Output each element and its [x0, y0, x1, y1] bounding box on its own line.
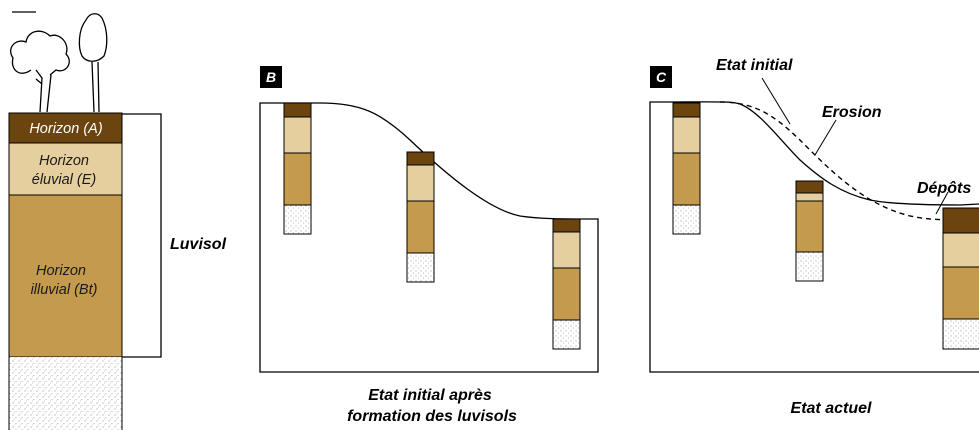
soil-profile-c2: [795, 180, 824, 282]
panel-b-caption-line1: Etat initial après: [368, 387, 492, 404]
luvisol-bracket: [122, 113, 162, 358]
label-erosion: Erosion: [822, 104, 882, 121]
panel-c-letter: C: [656, 69, 667, 85]
horizon-e-label-line2: éluvial (E): [32, 172, 96, 188]
panel-b: B Etat initial après formation des luvis…: [259, 66, 599, 425]
soil-profile-b2: [406, 151, 435, 283]
horizon-a-label: Horizon (A): [29, 121, 102, 137]
horizon-bt-label-line2: illuvial (Bt): [31, 282, 98, 298]
soil-profile-c3: [942, 207, 979, 350]
soil-profile-b1: [283, 102, 312, 235]
panel-a: Horizon (A) Horizon éluvial (E) Horizon …: [8, 11, 227, 430]
horizon-e-label-line1: Horizon: [39, 153, 89, 169]
panel-c-caption: Etat actuel: [791, 400, 872, 417]
pointer-erosion: [814, 119, 837, 156]
panel-b-caption-line2: formation des luvisols: [347, 408, 517, 425]
parent-material-layer: [9, 357, 122, 430]
horizon-e-layer: [8, 142, 123, 196]
pointer-initial: [761, 77, 791, 125]
horizon-a-layer: [8, 112, 123, 144]
pointer-deposits: [935, 191, 949, 215]
luvisol-label: Luvisol: [170, 236, 227, 253]
initial-surface-dashed: [719, 101, 979, 221]
panel-c-badge: [650, 66, 672, 88]
horizon-bt-label-line1: Horizon: [36, 263, 86, 279]
horizon-bt-layer: [8, 194, 123, 358]
panel-c: C Etat initial Ero: [649, 57, 979, 417]
label-deposits: Dépôts: [917, 180, 971, 197]
panel-b-badge: [260, 66, 282, 88]
soil-profile-c1: [672, 102, 701, 235]
tree-icon: [10, 11, 108, 113]
soil-profile-b3: [552, 218, 581, 350]
panel-b-letter: B: [266, 69, 276, 85]
label-initial-state: Etat initial: [716, 57, 793, 74]
